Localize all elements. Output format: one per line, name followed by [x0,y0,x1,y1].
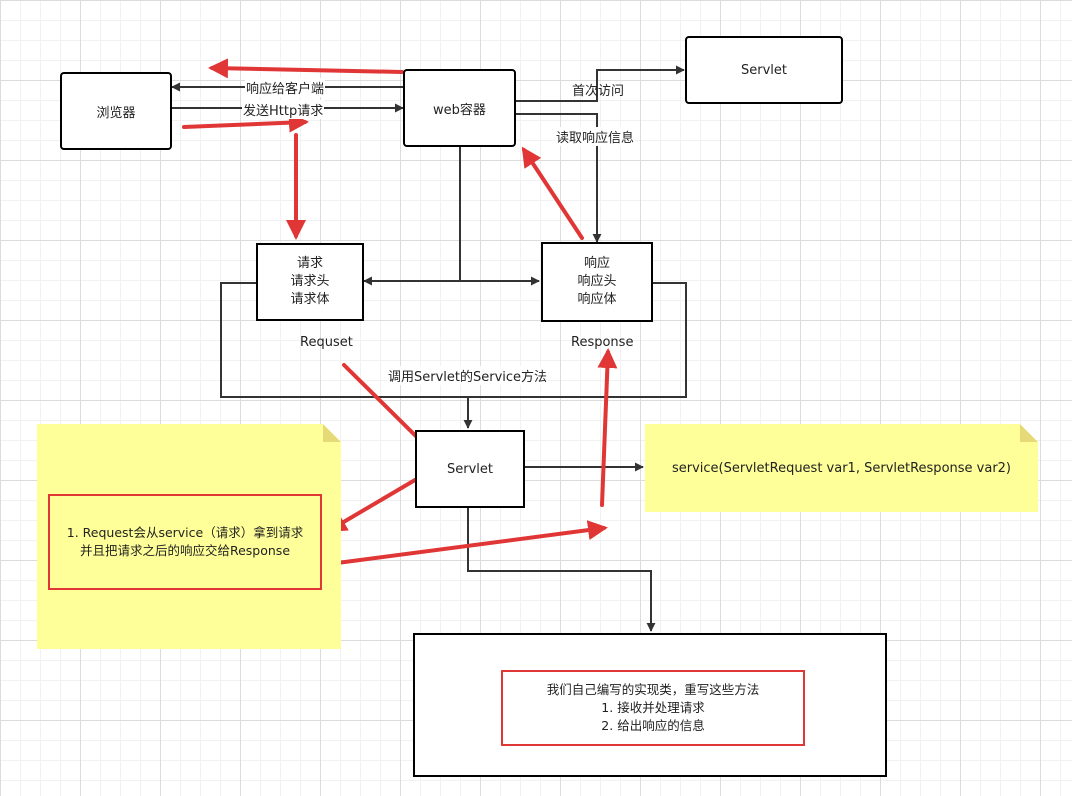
request-line-2: 请求头 [290,274,330,289]
implementation-box [413,633,887,777]
implementation-frame: 我们自己编写的实现类，重写这些方法 1. 接收并处理请求 2. 给出响应的信息 [501,670,805,746]
red-arrow-response-to-web [521,146,584,240]
request-note-line-2: 并且把请求之后的响应交给Response [79,543,291,558]
response-line-2: 响应头 [577,274,617,289]
web-container-box: web容器 [403,69,516,147]
red-arrow-note-to-right [320,520,608,567]
red-arrow-up-to-response [597,348,618,507]
request-sticky-note [37,424,341,649]
request-line-3: 请求体 [290,292,330,307]
impl-line-2: 1. 接收并处理请求 [601,700,705,715]
browser-label: 浏览器 [96,105,136,121]
red-arrow-to-browser [208,58,404,79]
response-box: 响应 响应头 响应体 [541,242,653,322]
red-arrow-servlet-to-note [326,478,417,533]
label-send-http-request: 发送Http请求 [242,100,325,119]
servlet-middle-label: Servlet [447,461,493,477]
request-caption: Requset [300,335,353,350]
response-line-3: 响应体 [577,292,617,307]
web-container-label: web容器 [433,102,486,118]
edge-first-visit [516,65,685,102]
browser-box: 浏览器 [60,72,172,150]
impl-line-3: 2. 给出响应的信息 [601,718,705,733]
red-arrow-to-web [182,112,309,133]
response-line-1: 响应 [583,256,610,271]
label-call-service: 调用Servlet的Service方法 [387,366,549,385]
impl-line-1: 我们自己编写的实现类，重写这些方法 [546,682,760,697]
request-box: 请求 请求头 请求体 [256,243,364,321]
label-respond-to-client: 响应给客户端 [245,78,326,97]
request-note-line-1: 1. Request会从service（请求）拿到请求 [66,525,304,540]
response-caption: Response [571,335,634,350]
edge-request-to-servlet [220,282,468,398]
request-note-frame: 1. Request会从service（请求）拿到请求 并且把请求之后的响应交给… [48,494,322,590]
label-read-response-info: 读取响应信息 [555,127,636,146]
servlet-middle-box: Servlet [415,430,525,508]
servlet-top-box: Servlet [685,36,843,104]
service-sticky-note [645,424,1038,512]
label-first-visit: 首次访问 [572,84,625,99]
servlet-top-label: Servlet [741,62,787,78]
service-signature-text: service(ServletRequest var1, ServletResp… [645,424,1038,512]
service-signature-label: service(ServletRequest var1, ServletResp… [671,460,1012,476]
edge-response-to-servlet [468,282,687,398]
edge-read-response [516,113,602,243]
edge-to-implementation [467,508,656,632]
request-line-1: 请求 [296,256,323,271]
